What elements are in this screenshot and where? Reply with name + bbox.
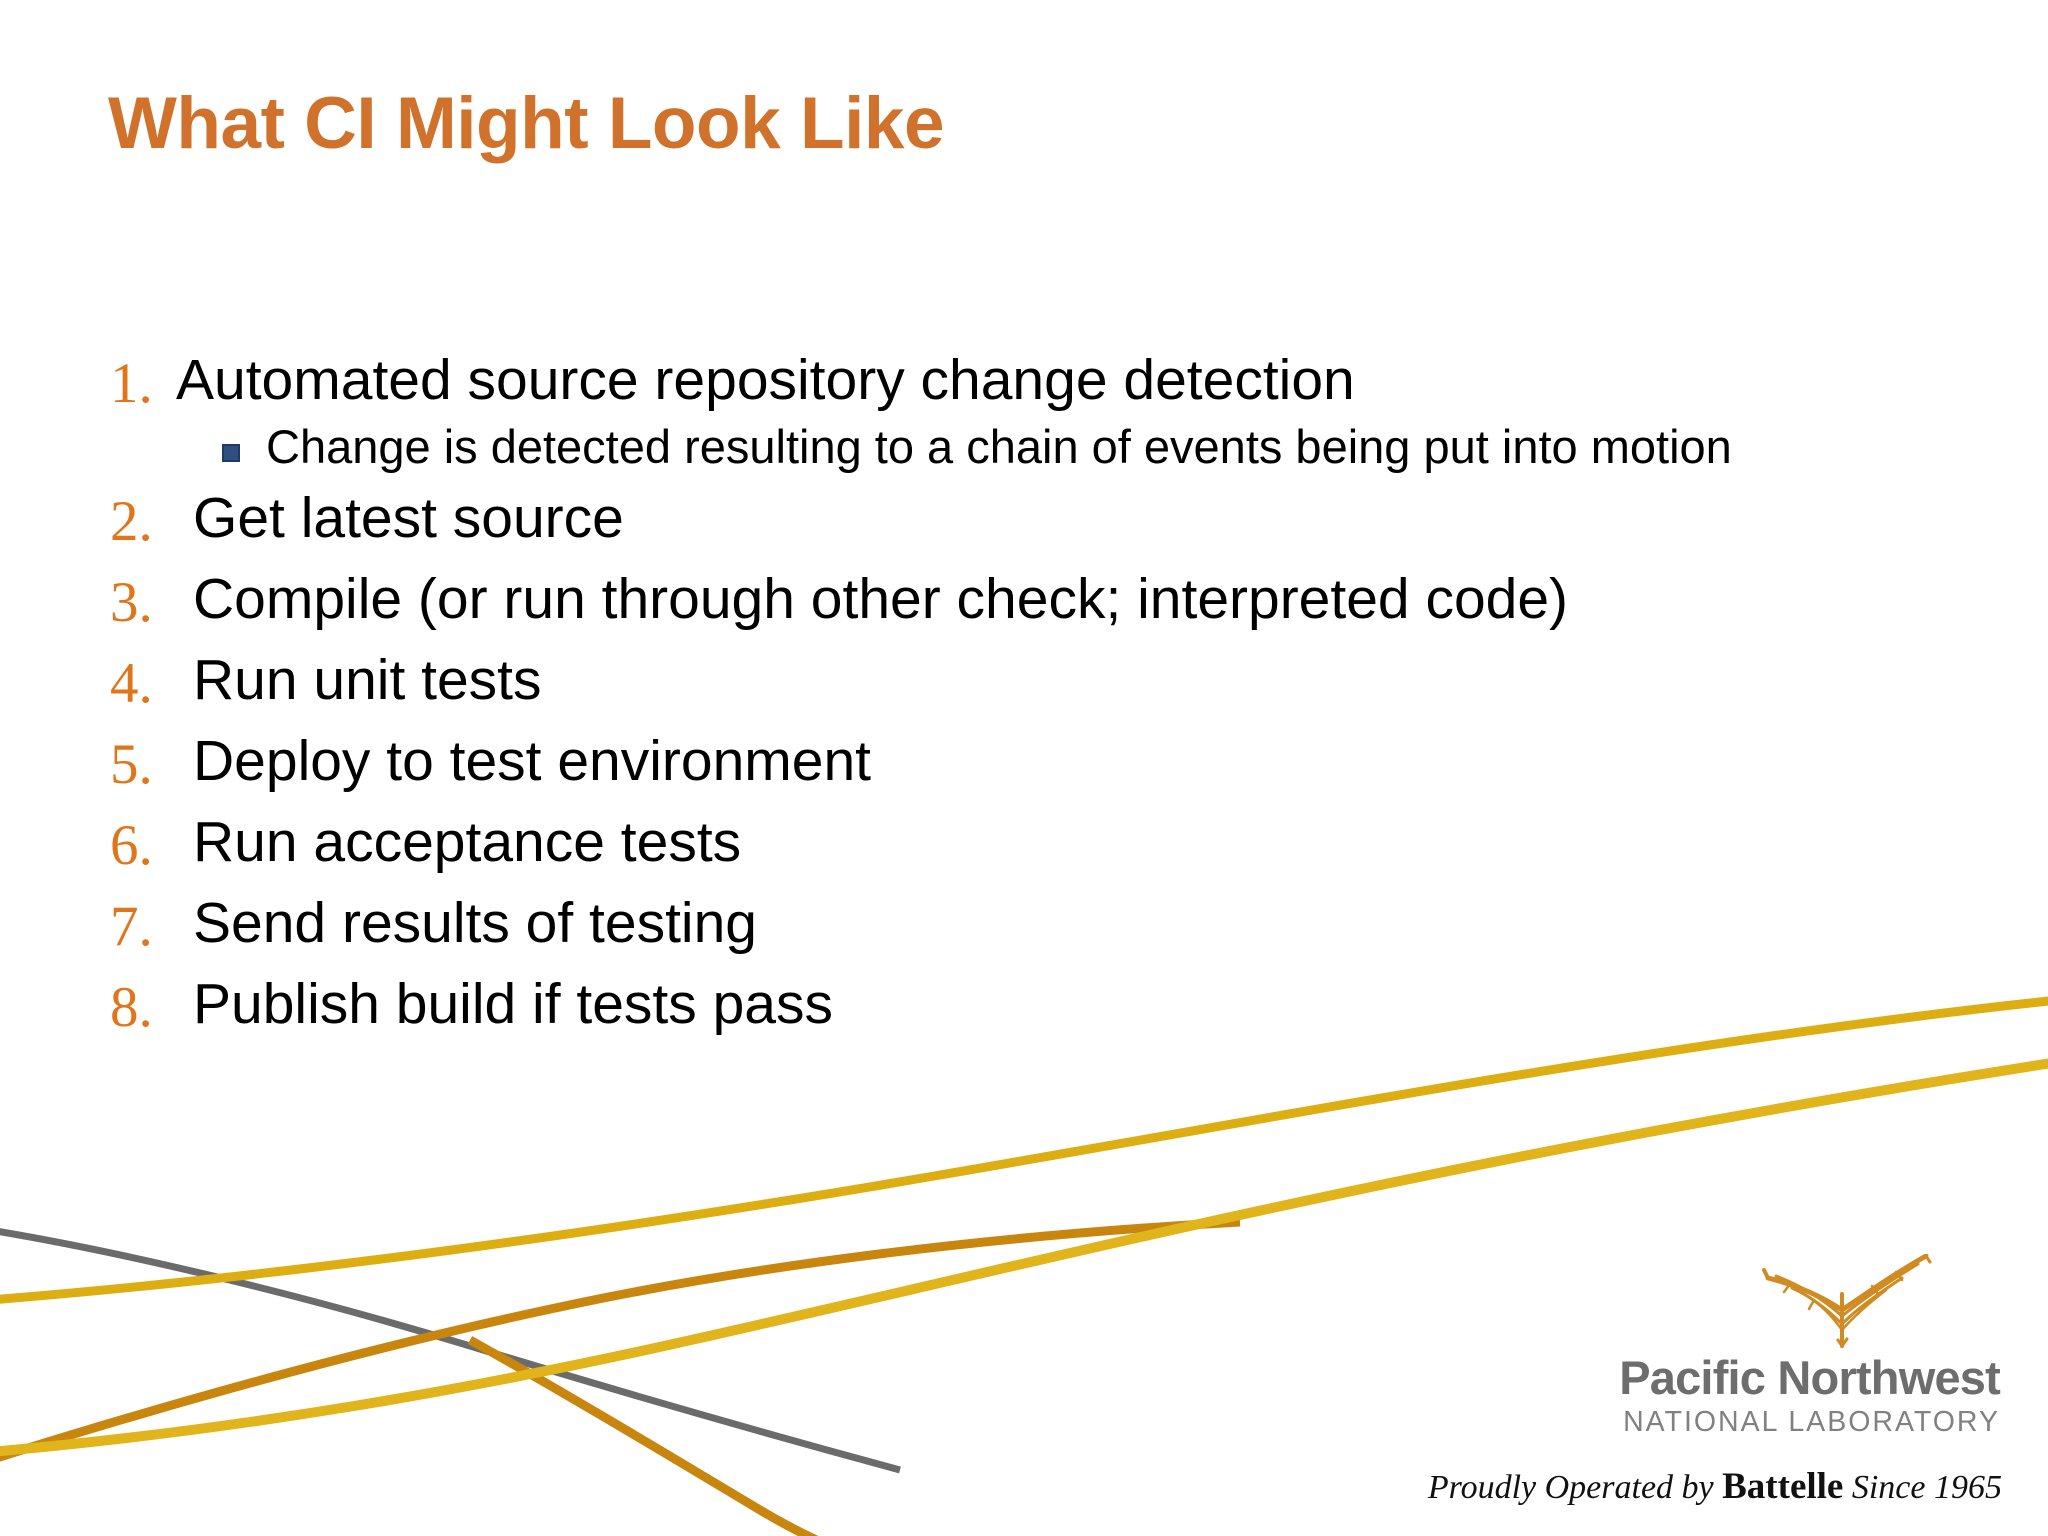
- list-item-6: 6. Run acceptance tests: [0, 809, 2048, 877]
- list-item-label: Publish build if tests pass: [193, 971, 833, 1036]
- list-item-label: Run unit tests: [193, 647, 542, 712]
- list-item-number: 4.: [110, 651, 153, 715]
- tagline-brand: Battelle: [1722, 1466, 1844, 1507]
- list-item-label: Send results of testing: [193, 890, 757, 955]
- gray-curve: [0, 1228, 901, 1474]
- list-item-label: Run acceptance tests: [193, 809, 742, 874]
- list-item-number: 6.: [110, 813, 153, 877]
- list-item-number: 8.: [110, 975, 153, 1039]
- logo-subtitle: NATIONAL LABORATORY: [1623, 1406, 2000, 1438]
- list-item-label: Automated source repository change detec…: [176, 348, 1355, 412]
- list-item-8: 8. Publish build if tests pass: [0, 971, 2048, 1039]
- sub-bullet-label: Change is detected resulting to a chain …: [266, 420, 1732, 473]
- list-item-number: 5.: [110, 732, 153, 796]
- logo-tagline: Proudly Operated by Battelle Since 1965: [1406, 1465, 2006, 1508]
- dark-orange-curve-tail: [467, 1336, 819, 1536]
- dark-orange-curve: [0, 1217, 1241, 1462]
- pnnl-bird-mark-icon: [1762, 1254, 1932, 1349]
- logo-wordmark: Pacific Northwest: [1619, 1351, 2001, 1405]
- tagline-prefix: Proudly Operated by: [1427, 1469, 1723, 1506]
- list-item-number: 7.: [110, 894, 153, 958]
- square-bullet-icon: [222, 422, 266, 462]
- list-item-label: Get latest source: [193, 485, 624, 550]
- tagline-suffix: Since 1965: [1843, 1469, 2002, 1506]
- list-item-1: 1. Automated source repository change de…: [0, 348, 2048, 415]
- sub-bullet-item: Change is detected resulting to a chain …: [0, 422, 2048, 472]
- list-item-label: Deploy to test environment: [193, 728, 872, 793]
- pnnl-logo: Pacific Northwest NATIONAL LABORATORY Pr…: [1406, 1254, 2006, 1508]
- list-item-5: 5. Deploy to test environment: [0, 728, 2048, 796]
- list-item-number: 2.: [110, 489, 153, 553]
- list-item-4: 4. Run unit tests: [0, 647, 2048, 715]
- list-item-7: 7. Send results of testing: [0, 890, 2048, 958]
- list-item-label: Compile (or run through other check; int…: [193, 566, 1569, 631]
- list-item-number: 3.: [110, 570, 153, 634]
- list-item-number: 1.: [110, 352, 153, 415]
- list-item-3: 3. Compile (or run through other check; …: [0, 566, 2048, 634]
- list-item-2: 2. Get latest source: [0, 485, 2048, 553]
- page-title: What CI Might Look Like: [108, 83, 945, 164]
- ordered-step-list: 1. Automated source repository change de…: [0, 352, 2048, 1057]
